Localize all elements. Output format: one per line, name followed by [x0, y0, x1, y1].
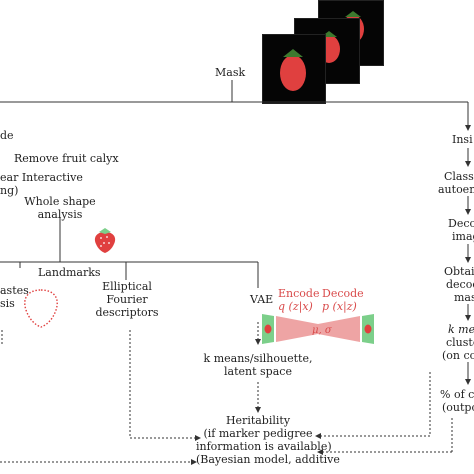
right-kmeans-line2: cluste — [446, 336, 474, 349]
landmark-outline-icon — [24, 289, 58, 328]
interactive-label-line1: ear Interactive — [0, 171, 83, 184]
obtain-line2: decod — [446, 278, 474, 291]
decode-images-line2: imag — [452, 230, 474, 243]
landmarks-label: Landmarks — [38, 266, 101, 279]
classify-line1: Classi — [444, 170, 474, 183]
elliptical-label-line2: Fourier — [106, 293, 148, 306]
classify-line2: autoenc — [438, 183, 474, 196]
latent-label: μ, σ — [312, 325, 332, 336]
whole-shape-label-line2: analysis — [37, 208, 83, 221]
strawberry-photo-front — [262, 34, 326, 104]
heritability-line1: Heritability — [225, 414, 291, 427]
encode-formula: q (z|x) — [278, 300, 313, 313]
heritability-line4: (Bayesian model, additive — [196, 453, 340, 466]
elliptical-label-line3: descriptors — [95, 306, 159, 319]
vae-diagram — [262, 314, 374, 344]
percent-line2: (outpo — [442, 401, 474, 414]
kmeans-silhouette-line1: k means/silhouette, — [203, 352, 313, 365]
whole-shape-label-line1: Whole shape — [24, 195, 96, 208]
remove-calyx-label: Remove fruit calyx — [14, 152, 119, 165]
decode-images-line1: Deco — [448, 217, 474, 230]
vae-label: VAE — [250, 293, 274, 306]
encode-label: Encode — [278, 287, 320, 300]
percent-line1: % of co — [440, 388, 474, 401]
interactive-label-line2: ng) — [0, 184, 19, 197]
decode-formula: p (x|z) — [322, 300, 357, 313]
heritability-line3: information is available) — [196, 440, 332, 453]
decode-label: Decode — [322, 287, 364, 300]
inside-label: Insi — [452, 133, 473, 146]
obtain-line3: mas — [454, 291, 474, 304]
mode-label-partial: de — [0, 129, 14, 142]
obtain-line1: Obtair — [444, 265, 474, 278]
elliptical-label-line1: Elliptical — [102, 280, 152, 293]
procrustes-label-line2: sis — [0, 297, 15, 310]
right-kmeans-line1: k mean — [448, 323, 474, 336]
kmeans-silhouette-line2: latent space — [224, 365, 292, 378]
mask-label: Mask — [215, 66, 246, 79]
procrustes-label-line1: astes — [0, 284, 29, 297]
heritability-line2: (if marker pedigree — [203, 427, 313, 440]
right-kmeans-line3: (on co — [442, 349, 474, 362]
strawberry-icon — [94, 228, 116, 253]
